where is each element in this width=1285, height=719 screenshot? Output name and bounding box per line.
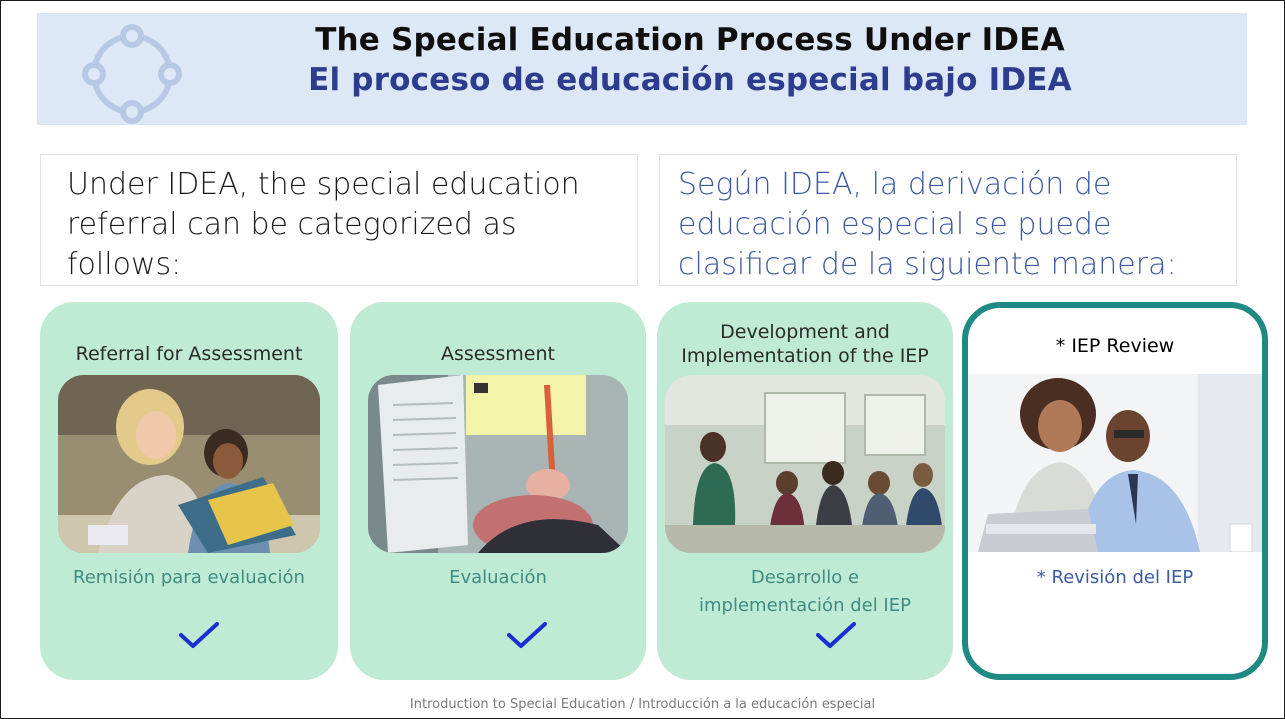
page-title-spanish: El proceso de educación especial bajo ID… xyxy=(308,62,1072,98)
process-card-development: Development and Implementation of the IE… xyxy=(657,302,953,680)
process-card-referral: Referral for Assessment Remisión para ev… xyxy=(40,302,338,680)
checkmark-icon xyxy=(507,622,547,648)
photo-two-adults-at-laptop xyxy=(968,374,1262,552)
photo-teacher-with-students xyxy=(665,375,945,553)
process-card-assessment: Assessment Evaluación xyxy=(350,302,646,680)
page-title: The Special Education Process Under IDEA xyxy=(315,22,1065,58)
photo-teacher-reading-with-child xyxy=(58,375,320,553)
card-title: Referral for Assessment xyxy=(75,343,303,365)
card-subtitle: Desarrollo e implementación del IEP xyxy=(699,567,911,616)
checkmark-icon xyxy=(816,622,856,648)
process-card-iep-review: * IEP Review * Revisión del IEP xyxy=(962,302,1268,680)
title-banner xyxy=(37,13,1247,125)
checkmark-icon xyxy=(179,622,219,648)
card-title: * IEP Review xyxy=(1055,335,1175,357)
card-title: Assessment xyxy=(441,343,555,365)
card-title: Development and Implementation of the IE… xyxy=(681,321,929,367)
circle-nodes-icon xyxy=(82,24,182,124)
card-subtitle: Evaluación xyxy=(449,567,547,588)
card-subtitle: Remisión para evaluación xyxy=(73,567,305,588)
footer-text: Introduction to Special Education / Intr… xyxy=(409,697,876,712)
intro-text-english: Under IDEA, the special education referr… xyxy=(40,154,638,286)
card-subtitle: * Revisión del IEP xyxy=(1036,567,1194,588)
intro-text-spanish: Según IDEA, la derivación de educación e… xyxy=(659,154,1237,286)
photo-student-hand-with-pencil xyxy=(368,375,628,553)
